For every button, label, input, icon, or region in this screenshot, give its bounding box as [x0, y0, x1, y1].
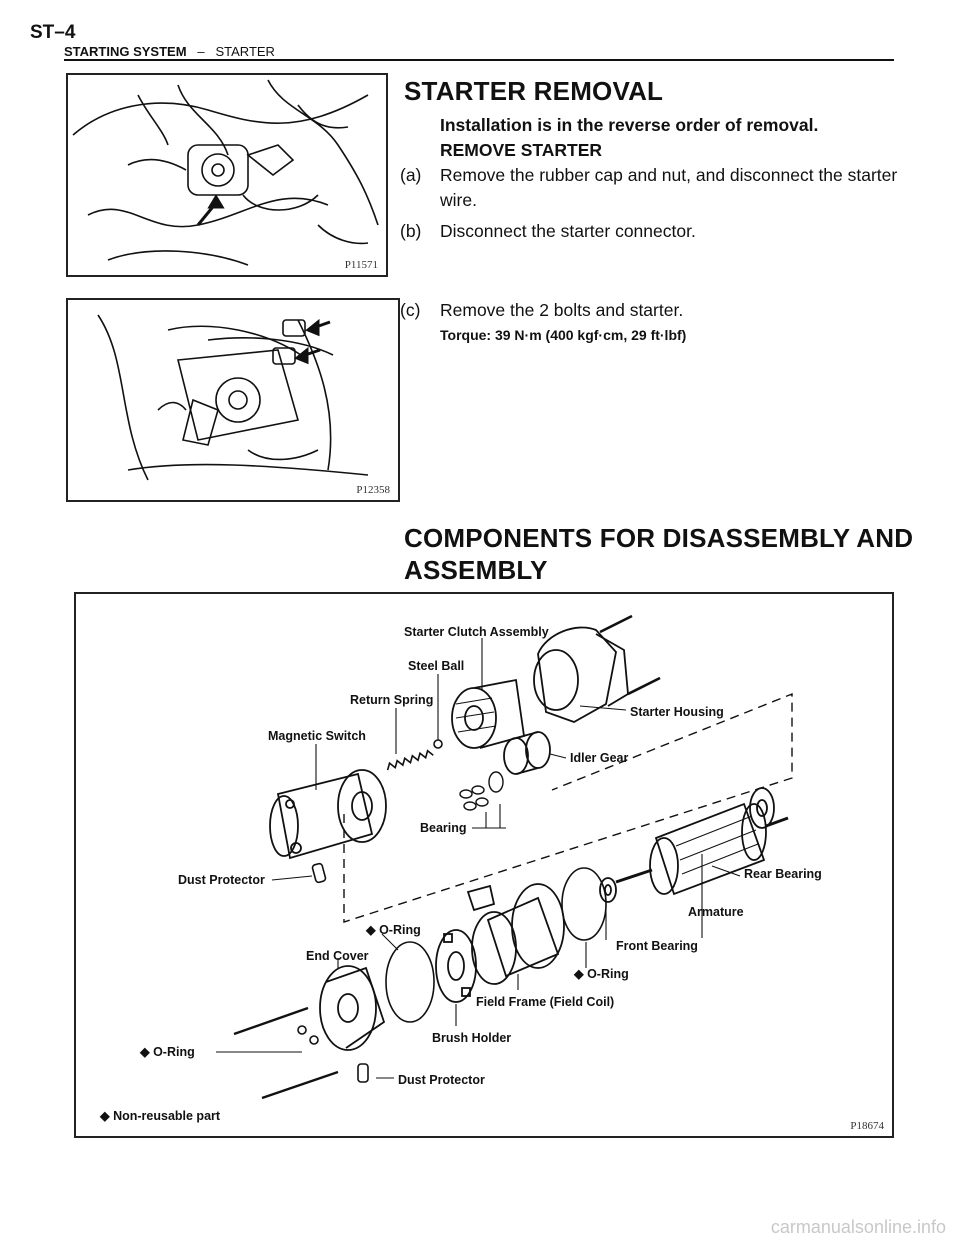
step-a-text: Remove the rubber cap and nut, and disco… — [440, 165, 898, 210]
step-b: (b) Disconnect the starter connector. — [400, 219, 904, 244]
magnetic-switch-part — [269, 769, 387, 860]
rear-bearing-part — [749, 787, 775, 829]
engine-bay-illustration-1 — [72, 79, 379, 266]
starter-housing-part — [533, 626, 629, 723]
figure2-code: P12358 — [356, 484, 390, 496]
steel-ball-part — [433, 739, 443, 749]
label-o-ring-2: ◆ O-Ring — [573, 967, 629, 981]
o-ring-3-part — [561, 867, 607, 941]
removal-title: STARTER REMOVAL — [404, 76, 664, 106]
o-ring-1-part — [385, 941, 435, 1023]
figure-starter-bolts: P12358 — [66, 298, 400, 502]
armature-part — [615, 802, 789, 896]
label-front-bearing: Front Bearing — [616, 939, 698, 953]
label-dust-protector-2: Dust Protector — [398, 1073, 485, 1087]
through-bolts — [233, 1006, 339, 1100]
end-cover-screws — [297, 1025, 319, 1045]
header-subsection: STARTER — [215, 44, 275, 59]
watermark: carmanualsonline.info — [770, 1217, 946, 1237]
torque-spec: Torque: 39 N·m (400 kgf·cm, 29 ft·lbf) — [440, 327, 687, 343]
step-a: (a) Remove the rubber cap and nut, and d… — [400, 163, 904, 213]
engine-bay-illustration-2 — [97, 314, 369, 481]
label-starter-clutch: Starter Clutch Assembly — [404, 625, 549, 639]
removal-intro: Installation is in the reverse order of … — [440, 115, 819, 135]
label-end-cover: End Cover — [306, 949, 369, 963]
components-figure-code: P18674 — [850, 1120, 884, 1132]
housing-bolts — [599, 614, 661, 696]
label-non-reusable: ◆ Non-reusable part — [99, 1109, 221, 1123]
page-number: ST–4 — [30, 22, 76, 43]
step-c-block: (c) Remove the 2 bolts and starter. Torq… — [400, 298, 900, 343]
removal-section: STARTER REMOVAL Installation is in the r… — [400, 76, 904, 244]
dust-protector-1-part — [311, 862, 327, 884]
label-bearing: Bearing — [420, 821, 467, 835]
components-title-line1: COMPONENTS FOR DISASSEMBLY AND — [404, 523, 914, 553]
starter-clutch-part — [451, 678, 526, 749]
label-starter-housing: Starter Housing — [630, 705, 724, 719]
label-steel-ball: Steel Ball — [408, 659, 464, 673]
step-b-text: Disconnect the starter connector. — [440, 221, 696, 241]
figure-starter-wire: P11571 — [66, 73, 388, 277]
header-section: STARTING SYSTEM — [64, 44, 187, 59]
label-o-ring-1: ◆ O-Ring — [365, 923, 421, 937]
step-a-label: (a) — [400, 165, 422, 185]
step-c-label: (c) — [400, 300, 421, 320]
end-cover-part — [319, 965, 386, 1051]
components-title-line2: ASSEMBLY — [404, 555, 548, 585]
label-brush-holder: Brush Holder — [432, 1031, 511, 1045]
brush-holder-part — [435, 929, 477, 1003]
leader-lines — [216, 638, 741, 1079]
remove-starter-heading: REMOVE STARTER — [440, 140, 603, 160]
bearing-part — [459, 771, 504, 811]
return-spring-part — [386, 749, 434, 771]
front-bearing-part — [599, 877, 617, 903]
starter-exploded-illustration: Starter Clutch Assembly Steel Ball Retur… — [99, 614, 822, 1123]
label-rear-bearing: Rear Bearing — [744, 867, 822, 881]
dust-protector-2-part — [357, 1063, 369, 1083]
figure1-code: P11571 — [344, 259, 378, 271]
label-field-frame: Field Frame (Field Coil) — [476, 995, 614, 1009]
label-o-ring-3: ◆ O-Ring — [139, 1045, 195, 1059]
label-idler-gear: Idler Gear — [570, 751, 628, 765]
label-magnetic-switch: Magnetic Switch — [268, 729, 366, 743]
components-heading: COMPONENTS FOR DISASSEMBLY AND ASSEMBLY — [404, 522, 924, 586]
header-rule — [64, 59, 894, 61]
step-c-text: Remove the 2 bolts and starter. — [440, 300, 684, 320]
header-separator: – — [197, 44, 205, 59]
running-header: STARTING SYSTEM – STARTER — [64, 44, 275, 59]
field-frame-part — [466, 883, 565, 985]
label-armature: Armature — [688, 905, 744, 919]
idler-gear-part — [503, 731, 551, 775]
step-c: (c) Remove the 2 bolts and starter. — [400, 298, 900, 323]
components-exploded-diagram: Starter Clutch Assembly Steel Ball Retur… — [74, 592, 894, 1138]
step-b-label: (b) — [400, 221, 422, 241]
label-return-spring: Return Spring — [350, 693, 433, 707]
label-dust-protector-1: Dust Protector — [178, 873, 265, 887]
